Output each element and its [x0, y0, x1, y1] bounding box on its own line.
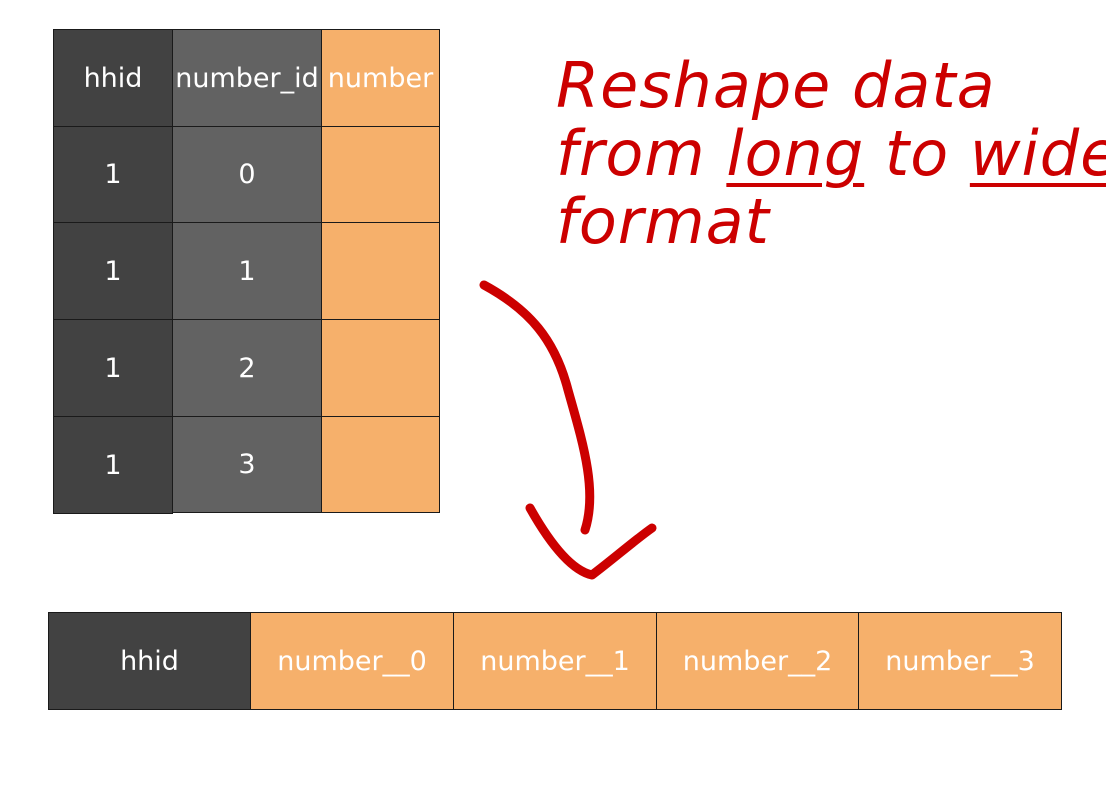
- long-cell-number: [321, 222, 440, 320]
- long-cell-number-id: 0: [172, 126, 322, 223]
- annotation-from: from: [556, 117, 727, 190]
- long-cell-number: [321, 319, 440, 417]
- long-header-number: number: [321, 29, 440, 127]
- annotation-line-2: from long to wide: [556, 120, 1106, 188]
- long-cell-hhid: 1: [53, 222, 173, 320]
- wide-header-hhid: hhid: [48, 612, 251, 710]
- annotation-to: to: [864, 117, 970, 190]
- long-cell-number-id: 3: [172, 416, 322, 513]
- annotation-wide: wide: [969, 117, 1106, 190]
- reshape-annotation: Reshape data from long to wide format: [556, 52, 1106, 256]
- wide-header-number-1: number__1: [453, 612, 657, 710]
- wide-header-number-3: number__3: [858, 612, 1062, 710]
- long-cell-number: [321, 416, 440, 513]
- wide-header-number-2: number__2: [656, 612, 859, 710]
- wide-header-number-0: number__0: [250, 612, 454, 710]
- long-cell-hhid: 1: [53, 126, 173, 223]
- annotation-long: long: [726, 117, 865, 190]
- arrow-shaft: [479, 280, 595, 535]
- long-cell-number-id: 1: [172, 222, 322, 320]
- annotation-line-1: Reshape data: [556, 49, 996, 122]
- annotation-line-3: format: [556, 185, 770, 258]
- long-cell-hhid: 1: [53, 319, 173, 417]
- long-header-hhid: hhid: [53, 29, 173, 127]
- arrow-head: [525, 503, 657, 580]
